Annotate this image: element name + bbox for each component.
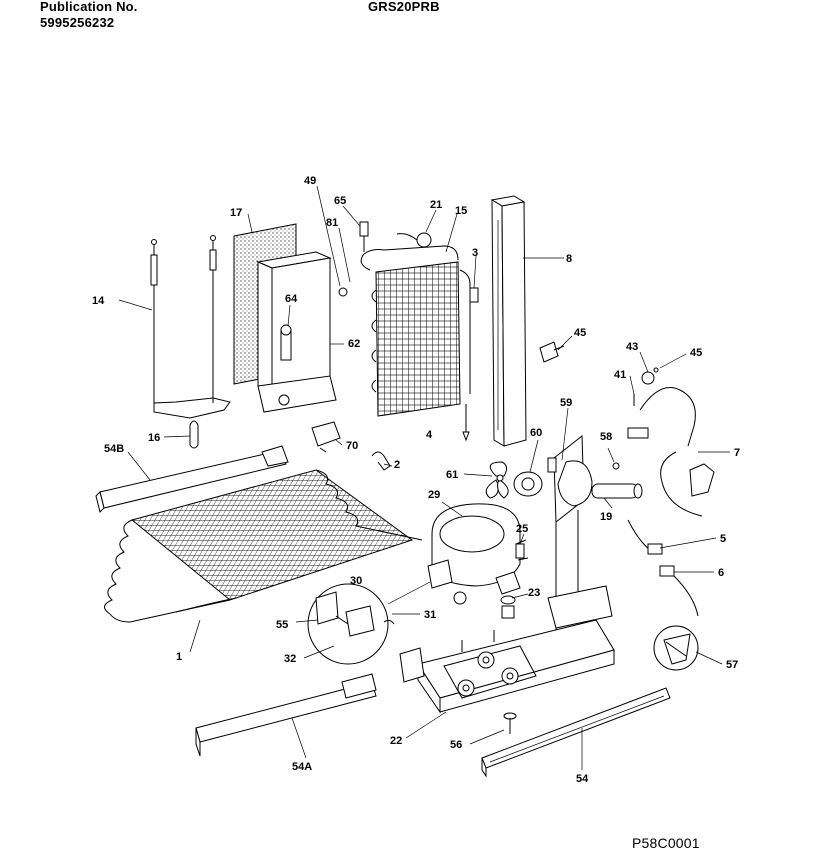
callout-58: 58 <box>600 431 612 443</box>
figure-code: P58C0001 <box>632 835 700 851</box>
callout-57: 57 <box>726 659 738 671</box>
part-54-rail <box>481 687 671 778</box>
part-70-bracket <box>311 421 341 453</box>
callout-16a: 16 <box>148 432 160 444</box>
publication-number: 5995256232 <box>40 15 115 30</box>
callout-70: 70 <box>346 440 358 452</box>
callout-29: 29 <box>428 489 440 501</box>
callout-14: 14 <box>92 295 105 307</box>
callout-45b: 45 <box>690 347 702 359</box>
callout-17: 17 <box>230 207 242 219</box>
callout-19: 19 <box>600 511 612 523</box>
callout-5: 5 <box>720 533 726 545</box>
callout-49: 49 <box>304 175 316 187</box>
part-45-screw-a <box>539 341 565 363</box>
part-16-clip <box>189 420 199 449</box>
callout-65: 65 <box>334 195 346 207</box>
callout-59: 59 <box>560 397 572 409</box>
callout-43: 43 <box>626 341 638 353</box>
part-14-thermostat-capillary <box>150 235 231 419</box>
part-58-screw <box>612 462 620 470</box>
callout-32: 32 <box>284 653 296 665</box>
part-2-clip <box>371 451 391 471</box>
callout-62: 62 <box>348 338 360 350</box>
callout-15: 15 <box>455 205 467 217</box>
part-1-condenser <box>104 469 423 623</box>
part-43-relay <box>641 367 659 385</box>
part-65-terminator <box>359 221 369 252</box>
callout-21: 21 <box>430 199 442 211</box>
callout-2: 2 <box>394 459 400 471</box>
part-7-wire-harness <box>627 387 715 517</box>
callout-45a: 45 <box>574 327 586 339</box>
part-8-channel <box>490 195 527 447</box>
callout-30: 30 <box>350 575 362 587</box>
callout-7: 7 <box>734 447 740 459</box>
callout-41: 41 <box>614 369 626 381</box>
part-21-heater <box>396 232 432 248</box>
callout-3: 3 <box>472 247 478 259</box>
callout-23: 23 <box>528 587 540 599</box>
part-60-fan-motor <box>513 457 557 497</box>
callout-25: 25 <box>516 523 528 535</box>
part-5-connector <box>627 519 663 555</box>
callout-4: 4 <box>426 429 433 441</box>
callout-6: 6 <box>718 567 724 579</box>
callout-54B: 54B <box>104 443 124 455</box>
callout-81: 81 <box>326 217 338 229</box>
part-15-evaporator <box>360 245 471 417</box>
callout-1: 1 <box>176 651 182 663</box>
part-49-screw <box>338 287 348 297</box>
publication-label: Publication No. <box>40 0 138 14</box>
part-6-connector <box>659 565 699 617</box>
callouts: 14 16 17 49 65 81 64 62 70 21 15 3 8 45 … <box>92 175 740 785</box>
part-22-base-pan <box>399 585 615 714</box>
model-number: GRS20PRB <box>368 0 440 14</box>
part-61-fan-blade <box>485 461 509 499</box>
callout-55: 55 <box>276 619 288 631</box>
part-3-clip <box>469 287 479 303</box>
callout-56: 56 <box>450 739 462 751</box>
part-19-tube <box>591 483 643 499</box>
callout-64: 64 <box>285 293 298 305</box>
callout-54A: 54A <box>292 761 312 773</box>
callout-60: 60 <box>530 427 542 439</box>
callout-61: 61 <box>446 469 458 481</box>
part-25-grommet <box>515 543 525 559</box>
part-62-evaporator-cover <box>256 251 337 413</box>
part-relay-detail <box>307 581 431 665</box>
callout-22: 22 <box>390 735 402 747</box>
callout-8: 8 <box>566 253 572 265</box>
part-54B-rail <box>95 445 289 513</box>
part-56-screw <box>503 712 517 734</box>
part-23-grommet <box>500 595 516 619</box>
leader-lines <box>118 185 730 770</box>
part-fan-shroud <box>557 460 593 507</box>
part-54A-rail <box>195 673 377 757</box>
part-4-screw <box>462 404 470 442</box>
callout-31: 31 <box>424 609 436 621</box>
part-29-compressor <box>427 503 529 605</box>
part-57-grille-clip <box>653 625 699 671</box>
callout-54: 54 <box>576 773 589 785</box>
